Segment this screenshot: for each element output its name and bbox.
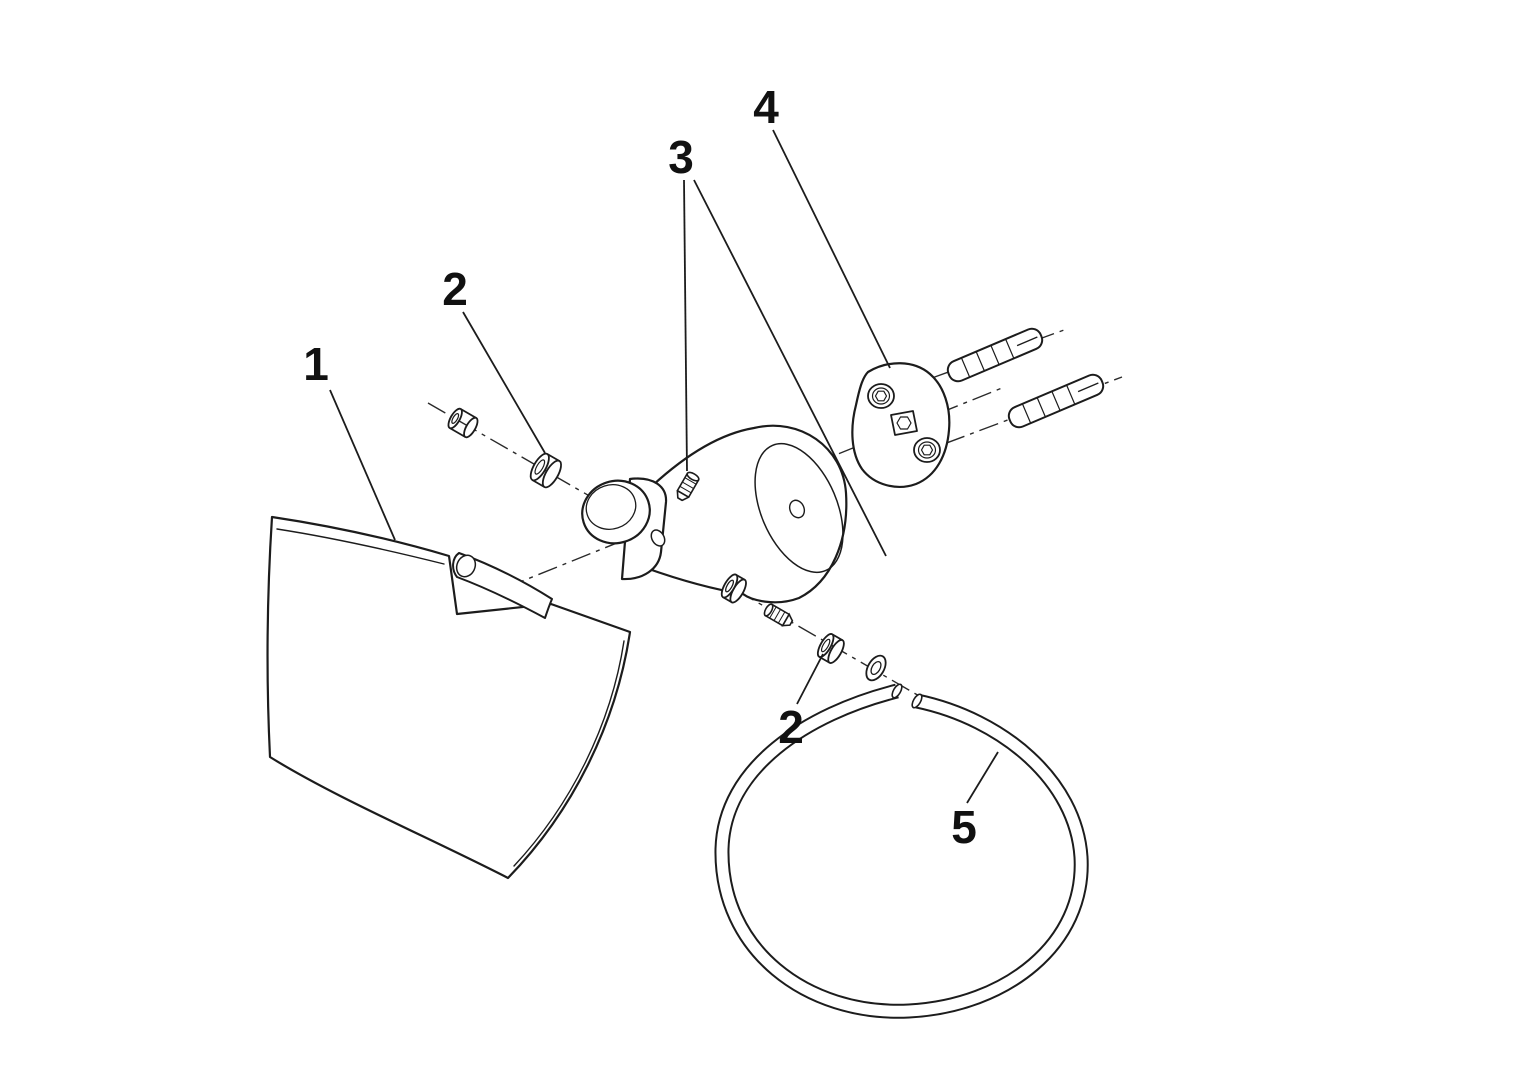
callout-part-1: 1 [303,338,329,390]
leader-part-3-b [693,179,887,557]
plate-screw-2 [913,437,941,463]
leader-part-2-bottom [796,653,824,705]
leader-part-2-top [462,311,546,454]
wall-anchor-plug-1 [946,327,1044,383]
callout-part-2-top: 2 [442,263,468,315]
callout-part-5: 5 [951,801,977,853]
sleeve-bottom [816,633,845,664]
set-screw-bottom [763,603,794,627]
callout-part-3: 3 [668,131,694,183]
callout-part-2-bottom: 2 [778,701,804,753]
cover-outline [266,515,632,880]
set-screw-sleeve-b [529,452,562,489]
plate-center-square-hole [890,410,918,436]
ring-end-cap-left [891,683,903,699]
set-screw-sleeve-a [447,407,479,439]
bracket-head-cap-face-line [585,484,637,530]
ring-tube-inner [716,685,1087,1017]
cover-hinge-roll [452,552,553,619]
collar-washer [865,654,887,682]
leader-lines [329,129,999,804]
bracket-lower-mount-ring [720,573,747,604]
plate-screw-1 [867,383,895,409]
cover-hinge-curl [455,554,477,578]
cover-top-thickness-line [276,528,445,565]
wall-anchor-plug-2 [1007,373,1105,429]
top-screw-axis-line [427,402,653,533]
leader-part-1 [329,389,396,541]
bracket-flange-inner-rim [754,442,844,574]
ring-end-cap-right [911,693,923,709]
leader-part-3-a [683,179,688,472]
leader-part-5 [966,751,999,804]
leader-part-4 [772,129,891,369]
set-screw-top [676,471,700,502]
bracket-flange-center-hole [788,499,806,519]
roll-holder-ring-part [714,683,1089,1019]
wall-plate-part [851,362,951,488]
wall-bracket-part [581,424,848,604]
callout-part-4: 4 [753,81,779,133]
cover-part [266,515,632,880]
bracket-set-screw-hole [650,529,666,547]
bracket-trumpet-flange [644,424,848,604]
plate-center-hex [896,416,912,430]
cover-right-thickness-line [513,640,625,867]
